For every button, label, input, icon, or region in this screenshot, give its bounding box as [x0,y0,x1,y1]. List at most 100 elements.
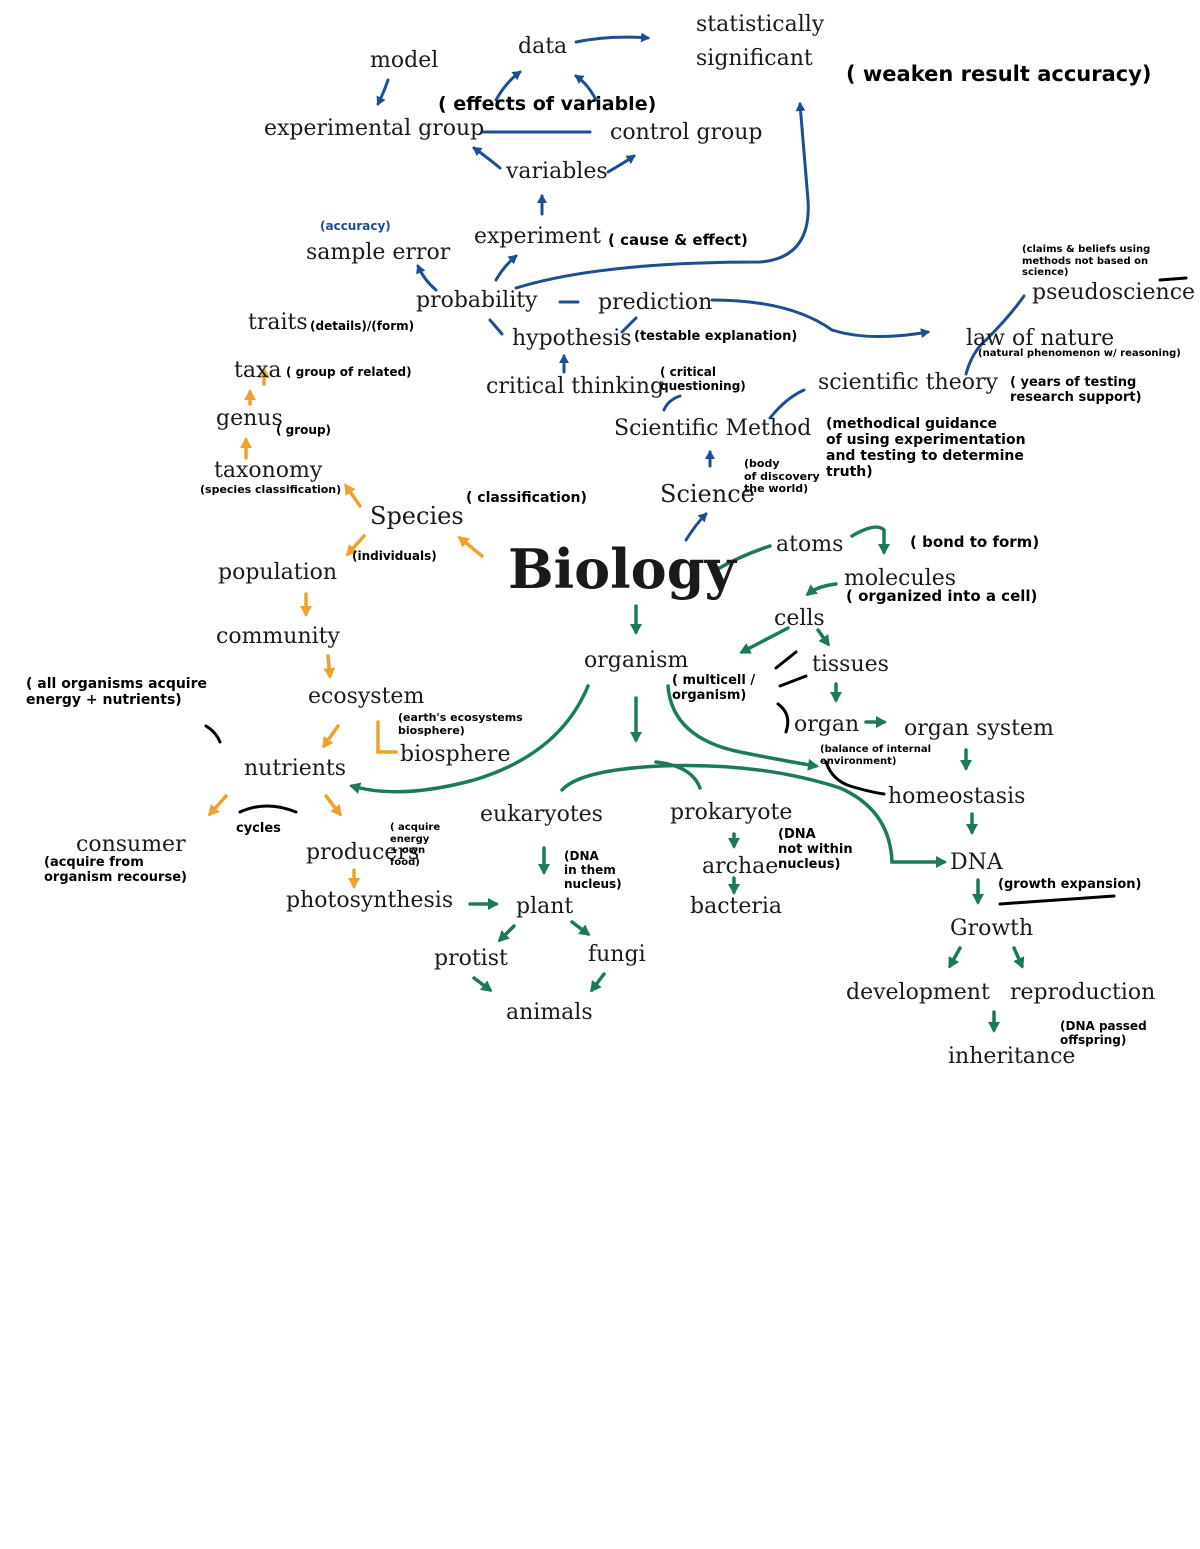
arrow-prediction-to-law [710,298,930,339]
title-biology: Biology [508,537,736,601]
term-sample-error: sample error [306,240,451,265]
line-to-prokaryote [654,760,702,790]
term-probability: probability [416,288,538,313]
note-scientific-method: (methodical guidance of using experiment… [826,416,1026,481]
term-organ-system: organ system [904,716,1054,741]
term-genus: genus [216,406,283,431]
note-producers: ( acquire energy + own food) [390,822,441,868]
term-scientific-theory: scientific theory [818,370,998,395]
arrow-life-to-dna [560,763,947,868]
arrow-data-to-significant [574,32,650,44]
term-inheritance: inheritance [948,1044,1076,1069]
arrow-ecosystem-to-nutrients [322,724,340,749]
term-community: community [216,624,340,649]
term-prediction: prediction [598,290,713,315]
arrow-probability-to-sample-error [416,264,438,292]
arrow-molecules-to-cells [805,582,838,596]
term-atoms: atoms [776,532,844,557]
underline-pseudoscience-note [1158,276,1188,282]
term-data: data [518,34,568,59]
line-organism-note-3 [776,702,790,734]
line-method-to-theory [768,388,806,420]
term-hypothesis: hypothesis [512,326,632,351]
term-biosphere: biosphere [400,742,511,767]
arrow-control-to-data [574,74,598,102]
term-dna: DNA [950,850,1003,875]
note-law-of-nature: (natural phenomenon w/ reasoning) [978,348,1181,359]
line-method-to-critical [662,394,682,412]
line-ecosystem-note [204,724,222,744]
line-ecosystem-to-biosphere [376,720,398,754]
note-pseudoscience: (claims & beliefs using methods not base… [1022,244,1151,278]
arrow-species-to-taxonomy [344,483,362,508]
term-reproduction: reproduction [1010,980,1156,1005]
term-species: Species [370,502,464,530]
term-protist: protist [434,946,508,971]
arrow-nutrients-to-consumer [208,794,228,817]
term-law-of-nature: law of nature [966,326,1115,351]
term-significant: significant [696,46,813,71]
line-biology-to-atoms [714,544,772,572]
term-tissues: tissues [812,652,889,677]
note-molecules: ( organized into a cell) [846,587,1038,605]
tick-prediction-hypothesis [620,316,638,334]
note-taxa: ( group of related) [286,365,412,379]
term-traits: traits [248,310,308,335]
term-nutrients: nutrients [244,756,347,781]
note-genus: ( group) [276,423,332,437]
line-homeostasis-note [824,760,886,796]
arrow-cells-to-organism [739,626,790,654]
term-scientific-method: Scientific Method [614,416,812,441]
term-population: population [218,560,338,585]
arrow-biology-to-species [457,536,484,558]
term-taxonomy: taxonomy [214,458,323,483]
term-organ: organ [794,712,860,737]
term-experiment: experiment [474,224,601,249]
green-connectors [349,525,1025,1033]
note-traits: (details)/(form) [310,319,415,333]
note-hypothesis: (testable explanation) [634,329,798,344]
arrow-nutrients-to-producers [324,794,342,817]
arrow-growth-to-development [948,946,962,969]
term-prokaryote: prokaryote [670,800,793,825]
arrow-variables-to-control [606,154,636,174]
term-animals: animals [506,1000,593,1025]
arrow-protist-to-animals [472,976,493,992]
note-organism: ( multicell / organism) [672,673,756,703]
note-biosphere: (earth's ecosystems biosphere) [398,711,523,737]
term-photosynthesis: photosynthesis [286,888,454,913]
arrow-organism-to-nutrients [349,684,590,794]
term-critical-thinking: critical thinking [486,374,665,399]
arrow-variables-to-experimental [472,146,502,170]
note-inheritance: (DNA passed offspring) [1060,1019,1147,1047]
note-science: (body of discovery the world) [744,457,820,496]
underline-growth-note [998,894,1116,906]
note-growth: (growth expansion) [998,877,1142,892]
arrow-model-down [376,78,390,106]
arrow-plant-to-fungi [570,920,591,936]
cycle-arc [238,804,298,814]
note-effects-of-variable: ( effects of variable) [438,93,657,115]
arrow-experimental-to-data [494,70,522,102]
term-control-group: control group [610,120,763,145]
term-molecules: molecules [844,566,956,591]
term-model: model [370,48,439,73]
arrow-growth-to-reproduction [1012,946,1025,969]
term-variables: variables [506,159,608,184]
term-producers: producers [306,840,420,865]
term-fungi: fungi [588,942,646,967]
term-consumer: consumer [76,832,186,857]
note-prokaryote: (DNA not within nucleus) [778,827,853,872]
note-species: ( classification) [466,490,587,506]
term-eukaryotes: eukaryotes [480,802,603,827]
term-statistically: statistically [696,12,825,37]
note-critical-thinking: ( critical questioning) [660,365,746,393]
arrow-cells-to-tissues [816,628,830,647]
arrow-atoms-to-molecules [850,525,890,555]
term-ecosystem: ecosystem [308,684,425,709]
arrow-probability-to-experiment [494,254,518,282]
note-ecosystem: ( all organisms acquire energy + nutrien… [26,676,208,709]
arrow-organism-to-homeostasis [666,684,819,771]
